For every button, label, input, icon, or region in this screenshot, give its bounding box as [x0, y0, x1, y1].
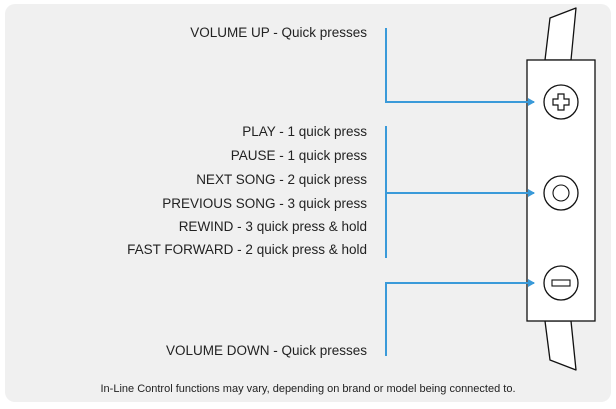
footnote: In-Line Control functions may vary, depe…	[100, 383, 516, 395]
label-previous-song: PREVIOUS SONG - 3 quick press	[162, 196, 367, 211]
center-circle-icon	[552, 184, 570, 202]
label-next-song: NEXT SONG - 2 quick press	[196, 172, 367, 187]
plus-icon	[552, 93, 570, 111]
label-rewind: REWIND - 3 quick press & hold	[178, 219, 367, 234]
volume-down-button[interactable]	[543, 265, 579, 301]
label-volume-down: VOLUME DOWN - Quick presses	[165, 343, 367, 358]
label-volume-up: VOLUME UP - Quick presses	[190, 25, 367, 40]
minus-icon	[551, 279, 571, 287]
volume-up-button[interactable]	[543, 84, 579, 120]
cable-top	[544, 7, 577, 61]
arrow-volume-down	[385, 279, 535, 356]
diagram-panel	[5, 4, 611, 402]
label-fast-forward: FAST FORWARD - 2 quick press & hold	[127, 242, 367, 257]
label-pause: PAUSE - 1 quick press	[230, 148, 367, 163]
arrow-volume-up	[385, 28, 535, 106]
cable-bottom	[544, 320, 577, 371]
play-pause-button[interactable]	[543, 175, 579, 211]
label-play: PLAY - 1 quick press	[242, 124, 367, 139]
